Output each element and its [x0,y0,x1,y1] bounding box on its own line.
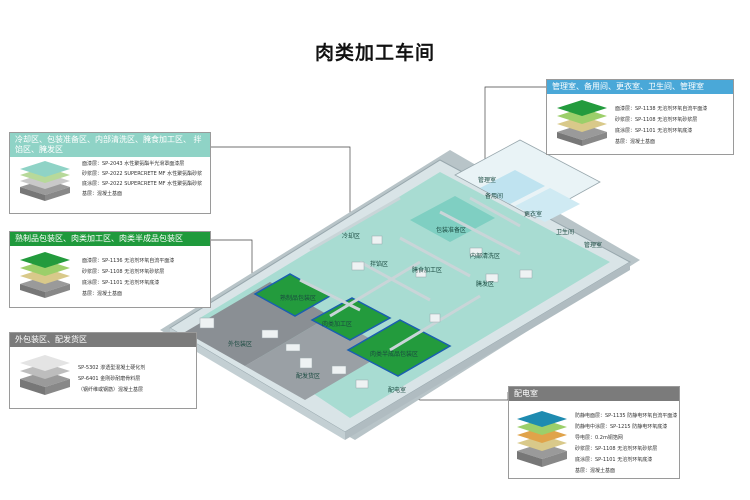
room-label: 卫生间 [556,228,574,236]
layer-label: SP-5302 渗透型混凝土硬化剂 [78,365,146,371]
room-label: 内部清洗区 [470,252,500,260]
layer-label: 砂浆层：SP-1108 无溶剂环氧砂浆层 [82,269,165,275]
layer-label: 面漆层：SP-1136 无溶剂环氧自流平面漆 [82,258,175,264]
layer-label: 砂浆层：SP-1108 无溶剂环氧砂浆层 [575,446,658,452]
room-label: 管理室 [584,241,602,249]
room-label: 外包装区 [228,340,252,348]
panel-header: 管理室、备用间、更衣室、卫生间、管理室 [547,80,733,94]
panel-outer-packaging: 外包装区、配发货区 SP-5302 渗透型混凝土硬化剂 SP-6401 金刚砂耐… [9,332,197,409]
layer-label: （钢纤维或钢筋）混凝土基层 [78,387,144,393]
panel-meat-processing: 熟制品包装区、肉类加工区、肉类半成品包装区 面漆层：SP-1136 无溶剂环氧自… [9,231,211,308]
room-label: 配电室 [388,386,406,394]
layer-label: SP-6401 金刚砂耐磨骨料层 [78,376,141,382]
panel-header: 熟制品包装区、肉类加工区、肉类半成品包装区 [10,232,210,246]
room-label: 肉类半成品包装区 [370,350,418,358]
layer-label: 面漆层：SP-1138 无溶剂环氧自流平面漆 [615,106,708,112]
coating-layers-icon [20,161,70,201]
layer-label: 基层：混凝土基面 [575,468,616,474]
layer-label: 砂浆层：SP-1108 无溶剂环氧砂浆层 [615,117,698,123]
layer-label: 基层：混凝土基面 [82,291,123,297]
coating-layers-icon [517,411,567,467]
layer-label: 底涂层：SP-1101 无溶剂环氧底漆 [82,280,160,286]
panel-header: 配电室 [509,387,679,401]
panel-header: 冷却区、包装准备区、内部清洗区、腌食加工区、 拌馅区、腌发区 [10,133,210,157]
layer-label: 防静电面层：SP-1135 防静电环氧自流平面漆 [575,413,678,419]
room-label: 腌发区 [476,280,494,288]
room-label: 管理室 [478,176,496,184]
panel-power-room: 配电室 防静电面层：SP-1135 防静电环氧自流平面漆 防静电中涂层：SP-1… [508,386,680,479]
layer-label: 底涂层：SP-1101 无溶剂环氧底漆 [615,128,693,134]
layer-label: 基层：混凝土基面 [615,139,656,145]
layer-label: 防静电中涂层：SP-1215 防静电环氧底漆 [575,424,668,430]
layer-label: 底涂层：SP-2022 SUPERCRETE MF 水性聚氨酯砂浆 [82,181,203,187]
room-label: 冷却区 [342,232,360,240]
room-label: 腌食加工区 [412,266,442,274]
room-label: 备用间 [485,192,503,200]
room-label: 更衣室 [524,210,542,218]
layer-label: 导电层：0.2m铜箔网 [575,435,623,441]
coating-layers-icon [20,355,70,395]
room-label: 配发货区 [296,372,320,380]
layer-label: 砂浆层：SP-2022 SUPERCRETE MF 水性聚氨酯砂浆 [82,171,203,177]
layer-label: 面漆层：SP-2043 水性聚氨酯半光滑罩面漆层 [82,161,185,167]
room-label: 包装准备区 [436,226,466,234]
coating-layers-icon [557,100,607,146]
panel-management: 管理室、备用间、更衣室、卫生间、管理室 面漆层：SP-1138 无溶剂环氧自流平… [546,79,734,155]
layer-label: 底涂层：SP-1101 无溶剂环氧底漆 [575,457,653,463]
coating-layers-icon [20,252,70,298]
panel-cold-zone: 冷却区、包装准备区、内部清洗区、腌食加工区、 拌馅区、腌发区 面漆层：SP-20… [9,132,211,214]
room-label: 拌馅区 [370,260,388,268]
layer-label: 基层：混凝土基面 [82,191,123,197]
panel-header: 外包装区、配发货区 [10,333,196,347]
room-label: 肉类加工区 [322,320,352,328]
room-label: 熟制品包装区 [280,294,316,302]
page-title: 肉类加工车间 [314,42,435,64]
